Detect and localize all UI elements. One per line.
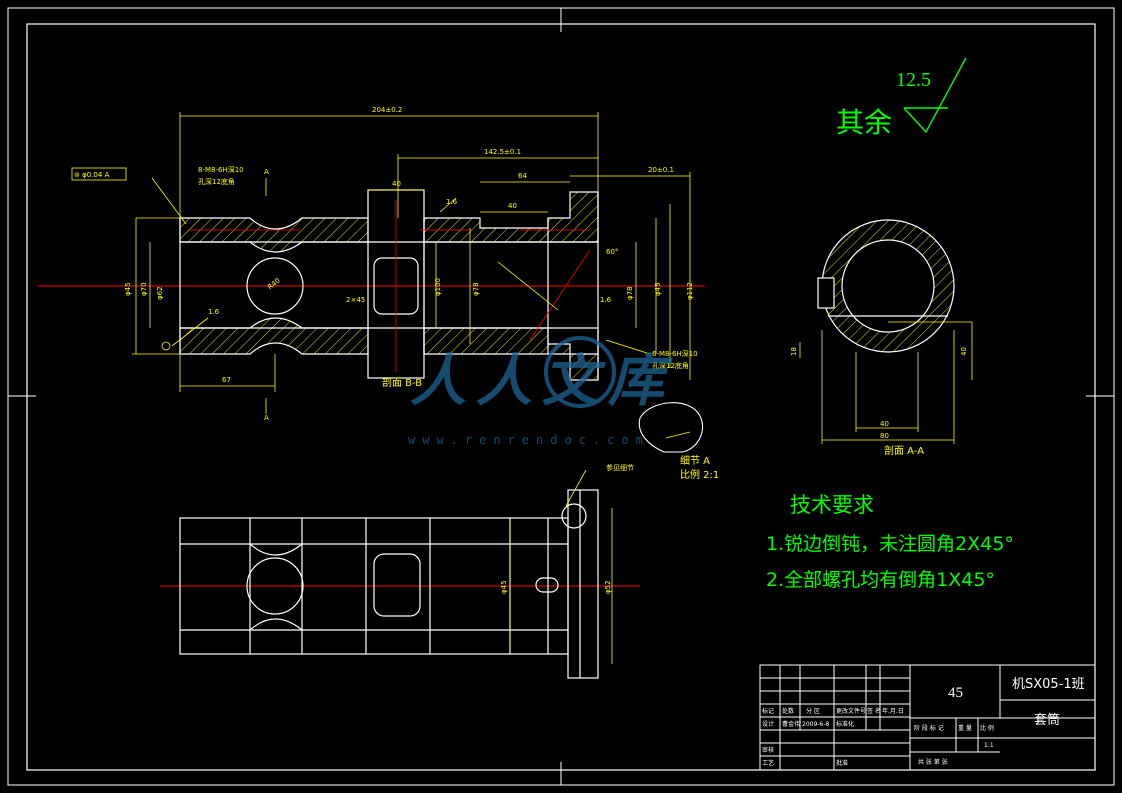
- label-a-top: A: [264, 168, 269, 176]
- dim-r: R40: [266, 277, 282, 292]
- note-left-2: 孔深12底角: [198, 177, 235, 186]
- tolerance-frame: ⊚ φ0.04 A: [74, 171, 110, 179]
- h-craft: 工艺: [762, 759, 774, 767]
- dim-d9: 1.6: [600, 296, 612, 304]
- dim-phi-g: φ100: [434, 278, 442, 296]
- dim-d7: 1.6: [208, 308, 220, 316]
- roughness-value: 12.5: [896, 69, 931, 91]
- dim-d5: 40: [508, 202, 517, 210]
- sheets: 共 张 第 张: [918, 758, 948, 766]
- tech-requirements: 技术要求 1.锐边倒钝，未注圆角2X45° 2.全部螺孔均有倒角1X45°: [766, 493, 1014, 591]
- tech-item-1: 1.锐边倒钝，未注圆角2X45°: [766, 533, 1014, 555]
- watermark-url: www.renrendoc.com: [408, 433, 650, 447]
- h-std: 标准化: [836, 720, 854, 728]
- dim-phi-c: φ62: [156, 286, 164, 300]
- aa-dim-1: 40: [880, 420, 889, 428]
- h-weight: 重 量: [958, 724, 972, 732]
- aa-dim-3: 40: [960, 347, 968, 356]
- section-aa-view: 40 80 40 18 剖面 A-A: [790, 219, 973, 457]
- dim-overall: 204±0.2: [372, 106, 402, 114]
- cross-hole: [246, 257, 304, 315]
- roughness-symbol: 12.5 其余: [836, 57, 967, 139]
- detail-a-view: 细节 A 比例 2:1: [638, 402, 719, 481]
- bottom-phi-2: φ52: [604, 580, 612, 594]
- drawing-no: 机SX05-1班: [1012, 677, 1085, 692]
- h-mark: 标记: [762, 707, 774, 715]
- dim-phi-b: φ70: [140, 282, 148, 296]
- section-bb-view: ⊚ φ0.04 A 204±0.2 142.5±0.1 20±0.1 40 64…: [38, 106, 705, 422]
- note-right-2: 孔深12底角: [652, 361, 689, 370]
- watermark: 人人文库 www.renrendoc.com: [408, 336, 674, 447]
- h-count: 处数: [782, 707, 794, 715]
- label-a-bottom: A: [264, 414, 269, 422]
- dim-d2: 20±0.1: [648, 166, 674, 174]
- title-block: [759, 664, 1096, 771]
- h-approve: 批准: [836, 759, 848, 767]
- material: 45: [948, 685, 963, 701]
- section-bb-label: 剖面 B-B: [382, 376, 422, 389]
- dim-phi-h: φ78: [472, 282, 480, 296]
- h-review: 审核: [762, 746, 774, 754]
- bottom-phi-1: φ45: [500, 580, 508, 594]
- dim-phi-a: φ45: [124, 282, 132, 296]
- dim-d4: 64: [518, 172, 527, 180]
- tech-title: 技术要求: [790, 493, 874, 517]
- detail-a-title: 细节 A: [680, 454, 710, 467]
- dim-chamfer: 2×45: [346, 296, 365, 304]
- bottom-view: 参见细节 φ45 φ52: [160, 463, 640, 679]
- design-date: 2009-6-8: [802, 721, 829, 728]
- detail-a-scale: 比例 2:1: [680, 468, 719, 481]
- h-zone: 分 区: [806, 707, 820, 715]
- watermark-text: 人人文库: [410, 349, 674, 414]
- aa-dim-4: 18: [790, 347, 798, 356]
- title-block-text: 45 机SX05-1班 套筒 标记 处数 分 区 更改文件号 签 名 年.月.日…: [762, 677, 1085, 767]
- dim-phi-f: φ45: [654, 282, 662, 296]
- dim-d1: 142.5±0.1: [484, 148, 521, 156]
- dim-d3: 40: [392, 180, 401, 188]
- h-stage: 阶 段 标 记: [914, 724, 944, 732]
- note-left-1: 8-M8-6H深10: [198, 165, 244, 174]
- h-doc: 更改文件号: [836, 707, 866, 715]
- note-right-1: 6-M8-6H深10: [652, 349, 698, 358]
- section-aa-label: 剖面 A-A: [884, 444, 924, 457]
- dim-phi-d: φ112: [686, 282, 694, 300]
- tech-item-2: 2.全部螺孔均有倒角1X45°: [766, 569, 995, 591]
- center-marks: [8, 8, 1114, 785]
- bottom-callout: 参见细节: [606, 463, 634, 472]
- part-name: 套筒: [1034, 712, 1060, 728]
- watermark-logo: [544, 336, 616, 408]
- designer: 曹金伟: [782, 720, 800, 728]
- h-sign: 签 名: [867, 707, 881, 715]
- h-design: 设计: [762, 720, 774, 728]
- wall-bottom-left: [179, 317, 369, 355]
- dim-phi-e: φ78: [626, 286, 634, 300]
- dim-d8: 1.6: [446, 198, 458, 206]
- aa-dim-2: 80: [880, 432, 889, 440]
- h-scale: 比 例: [980, 724, 994, 732]
- wall-top-left: [179, 217, 369, 253]
- dim-angle: 60°: [606, 248, 618, 256]
- dim-d6: 67: [222, 376, 231, 384]
- h-date: 年.月.日: [882, 707, 904, 715]
- roughness-label: 其余: [836, 106, 892, 139]
- scale-value: 1:1: [984, 742, 994, 749]
- section-aa-hatch: [821, 219, 955, 353]
